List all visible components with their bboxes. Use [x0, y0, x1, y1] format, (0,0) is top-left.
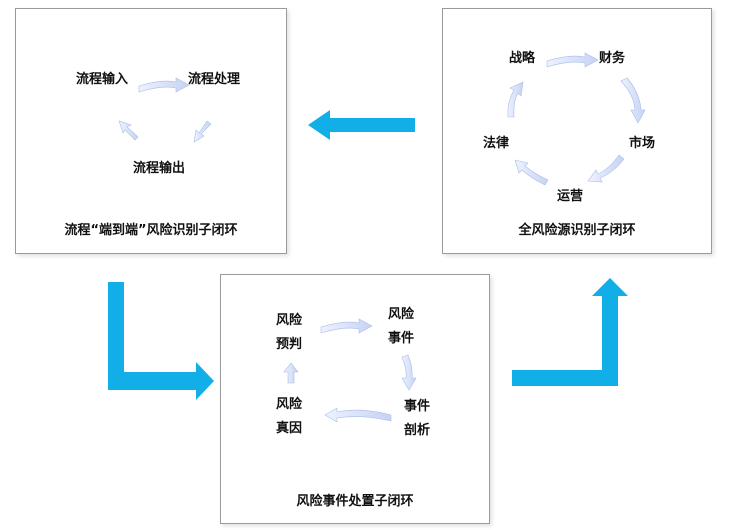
- node-strategy: 战略: [509, 51, 536, 66]
- risk-event-loop-caption: 风险事件处置子闭环: [296, 494, 414, 509]
- risk-event-loop-panel: 风险 预判 风险 事件 事件 剖析 风险 真因 风险事件处置子闭环: [220, 274, 490, 524]
- risk-source-loop-caption: 全风险源识别子闭环: [518, 223, 636, 238]
- connector-arrow-right-up: [512, 278, 628, 386]
- process-loop-caption: 流程“端到端”风险识别子闭环: [64, 223, 238, 238]
- node-event-analysis: 事件 剖析: [404, 399, 431, 438]
- node-law: 法律: [483, 136, 510, 151]
- node-process-input: 流程输入: [76, 72, 129, 87]
- node-risk-cause: 风险 真因: [276, 397, 303, 436]
- node-market: 市场: [629, 136, 656, 151]
- node-risk-event: 风险 事件: [388, 307, 415, 346]
- node-process-handle: 流程处理: [188, 72, 241, 87]
- node-risk-forecast: 风险 预判: [276, 313, 303, 352]
- connector-arrow-down-right: [108, 282, 214, 400]
- node-process-output: 流程输出: [133, 161, 186, 176]
- node-operation: 运营: [557, 189, 584, 204]
- connector-arrow-left: [308, 110, 415, 140]
- node-finance: 财务: [599, 51, 626, 66]
